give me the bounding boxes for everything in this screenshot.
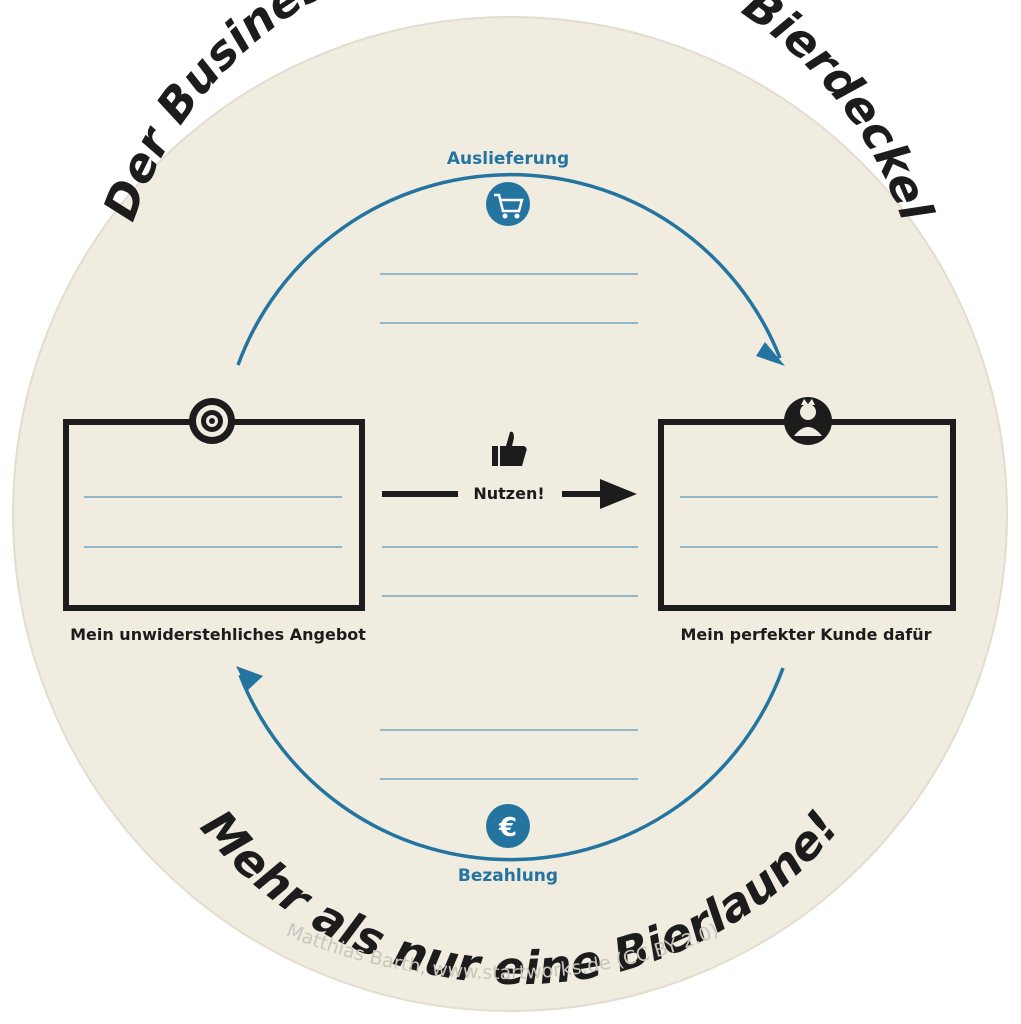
benefit-arrowhead	[600, 479, 637, 509]
customer-label: Mein perfekter Kunde dafür	[680, 625, 931, 644]
payment-label: Bezahlung	[458, 866, 558, 886]
payment-arrowhead	[236, 666, 263, 690]
svg-text:€: €	[498, 813, 517, 843]
payment-arc	[238, 667, 785, 862]
target-icon	[189, 398, 235, 444]
shopping-cart-icon	[486, 182, 530, 226]
delivery-arrowhead	[756, 342, 785, 366]
delivery-arc	[236, 172, 782, 366]
coaster-disc	[12, 16, 1008, 1012]
thumbs-up-icon	[492, 431, 527, 466]
offer-label: Mein unwiderstehliches Angebot	[70, 625, 366, 644]
person-icon	[784, 397, 832, 445]
delivery-label: Auslieferung	[447, 149, 569, 169]
euro-icon: €	[486, 804, 530, 848]
benefit-label: Nutzen!	[473, 484, 544, 503]
